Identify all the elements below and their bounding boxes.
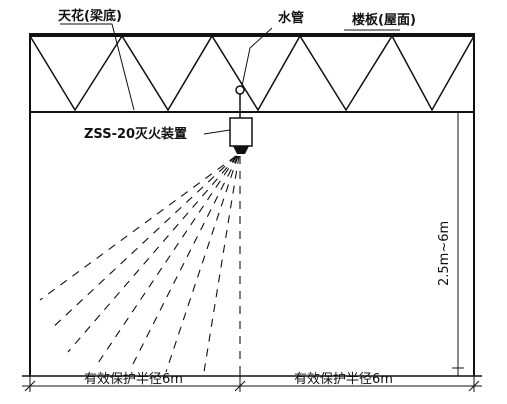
label-height-range: 2.5m~6m (437, 221, 452, 286)
label-floor-slab: 楼板(屋面) (352, 12, 416, 28)
sprinkler-device (229, 117, 253, 147)
label-radius-left: 有效保护半径6m (84, 372, 183, 387)
leader-water-pipe (241, 27, 273, 87)
label-radius-right: 有效保护半径6m (294, 372, 393, 387)
spray-line-6 (165, 155, 239, 373)
truss-web (29, 34, 475, 112)
label-device: ZSS-20灭火装置 (84, 126, 187, 142)
dim-slash-center (234, 380, 246, 392)
label-ceiling: 天花(梁底) (58, 8, 122, 24)
leader-ceiling (60, 23, 135, 111)
spray-line-5 (129, 155, 239, 371)
sprinkler-nozzle (233, 146, 249, 154)
dim-slash-right (468, 380, 480, 392)
spray-line-2 (49, 155, 237, 331)
spray-line-1 (39, 155, 237, 301)
roof-frame (29, 33, 475, 113)
pipe-fitting (235, 85, 245, 95)
label-water-pipe: 水管 (278, 10, 304, 26)
spray-line-4 (95, 155, 238, 367)
leader-device (203, 129, 231, 135)
dim-slash-left (24, 380, 36, 392)
spray-line-7 (203, 155, 240, 373)
spray-line-3 (67, 155, 238, 353)
spray-pattern (39, 155, 241, 373)
